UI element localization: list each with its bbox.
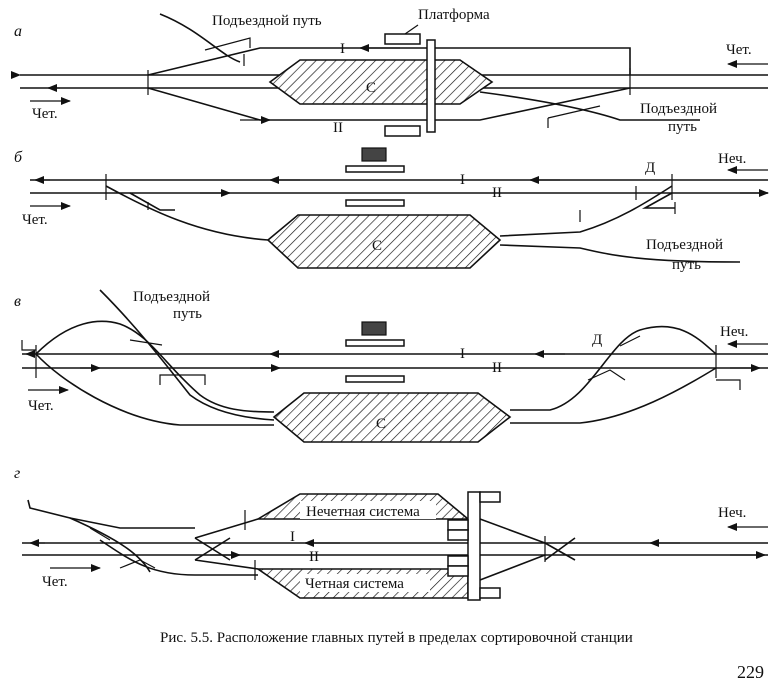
platform-building-upper xyxy=(384,33,421,45)
even-direction-label: Чет. xyxy=(42,574,68,590)
retarder-lower xyxy=(447,555,469,567)
stub-left xyxy=(129,192,175,211)
siding-label-2: путь xyxy=(672,257,701,273)
siding-label-lower-1: Подъездной xyxy=(640,101,717,117)
panel-v-letter: в xyxy=(14,293,21,310)
siding-label-1: Подъездной xyxy=(646,237,723,253)
track-II-label: II xyxy=(492,360,502,376)
track-I-label: I xyxy=(460,346,465,362)
turnout-mark xyxy=(619,335,641,347)
sorting-yard-c xyxy=(266,214,502,269)
siding-label-lower-2: путь xyxy=(668,119,697,135)
crossover-right-2 xyxy=(544,537,576,561)
siding-label-1: Подъездной xyxy=(133,289,210,305)
station-building xyxy=(361,321,387,336)
siding-g-lower xyxy=(69,517,195,529)
platform-label: Платформа xyxy=(418,7,490,23)
panel-a: а I II С Платформа Подъездной путь xyxy=(11,7,768,137)
turnout-mark xyxy=(119,559,156,569)
yard-c-label: С xyxy=(372,238,382,254)
depot-label: Д xyxy=(645,160,655,176)
track-I-label: I xyxy=(460,172,465,188)
panel-a-letter: а xyxy=(14,23,22,40)
even-direction-label: Чет. xyxy=(22,212,48,228)
even-system-label-bg xyxy=(300,574,430,592)
yard-c-label: С xyxy=(366,80,376,96)
platform-leader xyxy=(404,24,419,35)
stub-right xyxy=(716,379,741,390)
hump-head-upper xyxy=(479,491,501,503)
even-direction-label-right: Чет. xyxy=(726,42,752,58)
retarder-upper xyxy=(447,519,469,531)
approach-even-right xyxy=(479,554,546,581)
siding-curve-upper xyxy=(159,13,241,63)
turnout-mark xyxy=(129,339,163,346)
platform-lower xyxy=(345,199,405,207)
panel-b-letter: б xyxy=(14,149,23,166)
track-II-label: II xyxy=(309,549,319,565)
sorting-yard-c xyxy=(268,59,494,105)
odd-direction-label: Неч. xyxy=(718,151,746,167)
track-I-label: I xyxy=(290,529,295,545)
siding-v xyxy=(99,289,275,421)
approach-even-left xyxy=(194,559,259,570)
approach-odd-right xyxy=(479,518,546,544)
siding-label-2: путь xyxy=(173,306,202,322)
figure-caption: Рис. 5.5. Расположение главных путей в п… xyxy=(160,630,633,646)
retarder-lower-2 xyxy=(447,565,469,577)
station-building xyxy=(361,147,387,162)
track-II-label: II xyxy=(333,120,343,136)
siding-stub xyxy=(547,105,601,119)
track-I-line xyxy=(147,47,631,76)
page-number: 229 xyxy=(737,662,764,682)
odd-system-label: Нечетная система xyxy=(306,504,420,520)
siding-g-third xyxy=(99,539,258,576)
yard-approach-left xyxy=(105,185,269,241)
siding-stub xyxy=(204,37,251,51)
approach-odd-left xyxy=(194,518,259,539)
platform-upper xyxy=(345,339,405,347)
yard-exit-right xyxy=(499,185,673,237)
crossover-right-1 xyxy=(544,542,576,561)
turnout-mark xyxy=(587,369,626,381)
loop-left-lower xyxy=(35,353,274,426)
hump-head-lower xyxy=(479,587,501,599)
loop-left-upper xyxy=(35,320,275,413)
panel-v: в I II С Подъездной путь Д xyxy=(14,289,768,443)
loop-right-lower xyxy=(510,367,717,424)
platform-lower xyxy=(345,375,405,383)
turnout-mark xyxy=(159,374,206,385)
track-II-label: II xyxy=(492,185,502,201)
siding-g-upper xyxy=(27,499,151,573)
panel-b: б I II С Д Неч. Чет. Подъе xyxy=(14,147,769,273)
crossover-left-2 xyxy=(194,537,231,561)
platform-upper xyxy=(345,165,405,173)
depot-label: Д xyxy=(592,332,602,348)
track-I-label: I xyxy=(340,41,345,57)
panel-g-letter: г xyxy=(14,465,20,482)
turnout-mark xyxy=(89,527,111,541)
even-direction-label-left: Чет. xyxy=(32,106,58,122)
siding-curve-lower xyxy=(479,91,700,121)
stub-left xyxy=(21,340,36,351)
odd-direction-label: Неч. xyxy=(720,324,748,340)
even-direction-label: Чет. xyxy=(28,398,54,414)
retarder-upper-2 xyxy=(447,529,469,541)
even-system-label: Четная система xyxy=(305,576,404,592)
loop-right-upper xyxy=(510,325,717,411)
platform xyxy=(426,39,436,133)
odd-system-label-bg xyxy=(300,501,436,519)
platform-building-lower xyxy=(384,125,421,137)
hump-center xyxy=(467,491,481,601)
odd-direction-label: Неч. xyxy=(718,505,746,521)
panel-g: г I II Нечетная система Четная система xyxy=(14,465,768,601)
siding-b xyxy=(499,244,741,263)
yard-c-label: С xyxy=(376,416,386,432)
siding-label-upper: Подъездной путь xyxy=(212,13,322,29)
stub-right xyxy=(641,192,675,209)
sorting-yard-c xyxy=(272,392,512,443)
